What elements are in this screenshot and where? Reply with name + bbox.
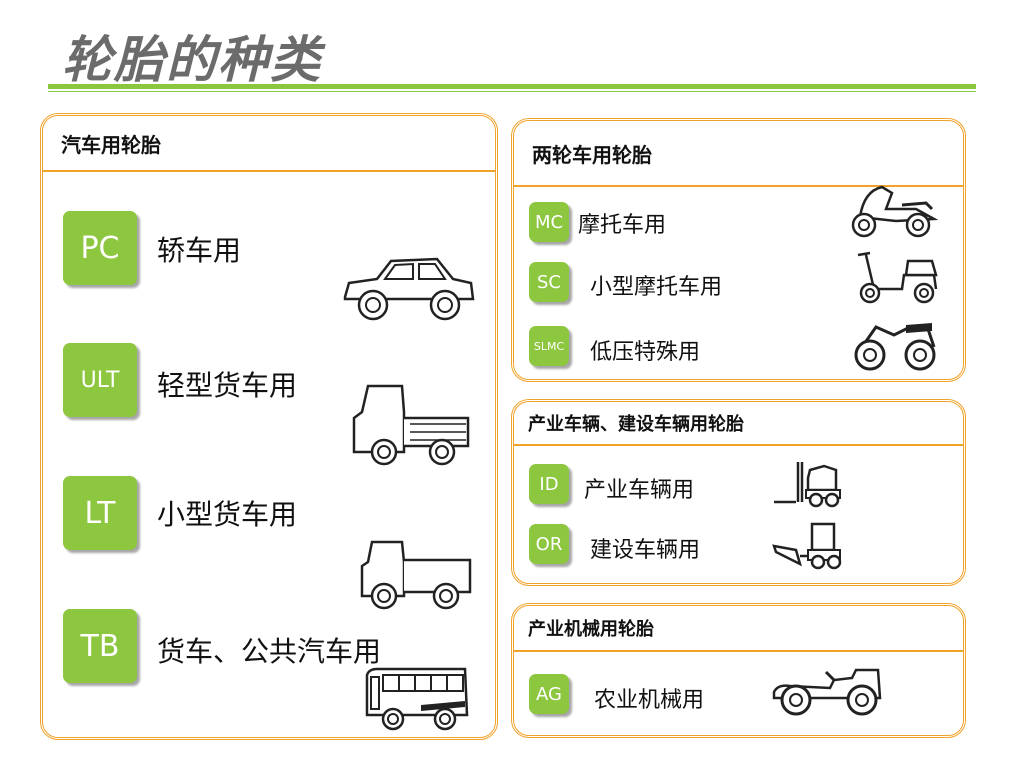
- agri-tire-panel: 产业机械用轮胎 AG 农业机械用: [511, 603, 966, 738]
- pickup-truck-icon: [348, 382, 472, 468]
- industrial-panel-heading: 产业车辆、建设车辆用轮胎: [514, 402, 963, 446]
- sc-badge: SC: [529, 262, 569, 302]
- mc-label: 摩托车用: [578, 213, 667, 238]
- or-label: 建设车辆用: [590, 538, 701, 563]
- sc-label: 小型摩托车用: [590, 275, 723, 300]
- two-wheel-panel-heading: 两轮车用轮胎: [514, 121, 963, 187]
- car-tire-panel-heading: 汽车用轮胎: [43, 116, 495, 172]
- small-truck-icon: [356, 538, 476, 612]
- ult-badge: ULT: [63, 343, 137, 417]
- sedan-car-icon: [339, 253, 479, 323]
- page-title: 轮胎的种类: [62, 31, 322, 89]
- tb-label: 货车、公共汽车用: [157, 635, 382, 668]
- atv-icon: [848, 317, 940, 373]
- slmc-badge: SLMC: [529, 326, 569, 366]
- car-tire-panel: 汽车用轮胎 PC 轿车用 ULT 轻型货车用 LT 小型货车用: [40, 113, 498, 740]
- scooter-icon: [852, 249, 942, 305]
- ag-label: 农业机械用: [594, 688, 705, 713]
- title-rule-thin: [48, 91, 976, 92]
- two-wheel-tire-panel: 两轮车用轮胎 MC 摩托车用 SC 小型摩托车用 SLMC 低压特殊用: [511, 118, 966, 382]
- loader-icon: [772, 520, 844, 570]
- slmc-label: 低压特殊用: [590, 340, 701, 365]
- tb-badge: TB: [63, 609, 137, 683]
- id-badge: ID: [529, 464, 569, 504]
- lt-label: 小型货车用: [157, 498, 298, 531]
- mc-badge: MC: [529, 202, 569, 242]
- id-label: 产业车辆用: [584, 478, 695, 503]
- pc-badge: PC: [63, 211, 137, 285]
- lt-badge: LT: [63, 476, 137, 550]
- ult-label: 轻型货车用: [157, 369, 298, 402]
- forklift-icon: [772, 460, 844, 508]
- agri-panel-heading: 产业机械用轮胎: [514, 606, 963, 652]
- pc-label: 轿车用: [157, 234, 242, 267]
- bus-icon: [361, 665, 473, 731]
- tractor-icon: [768, 666, 884, 718]
- ag-badge: AG: [529, 674, 569, 714]
- industrial-tire-panel: 产业车辆、建设车辆用轮胎 ID 产业车辆用 OR 建设车辆用: [511, 399, 966, 586]
- or-badge: OR: [529, 524, 569, 564]
- motorcycle-icon: [846, 183, 938, 239]
- title-rule: [48, 84, 976, 89]
